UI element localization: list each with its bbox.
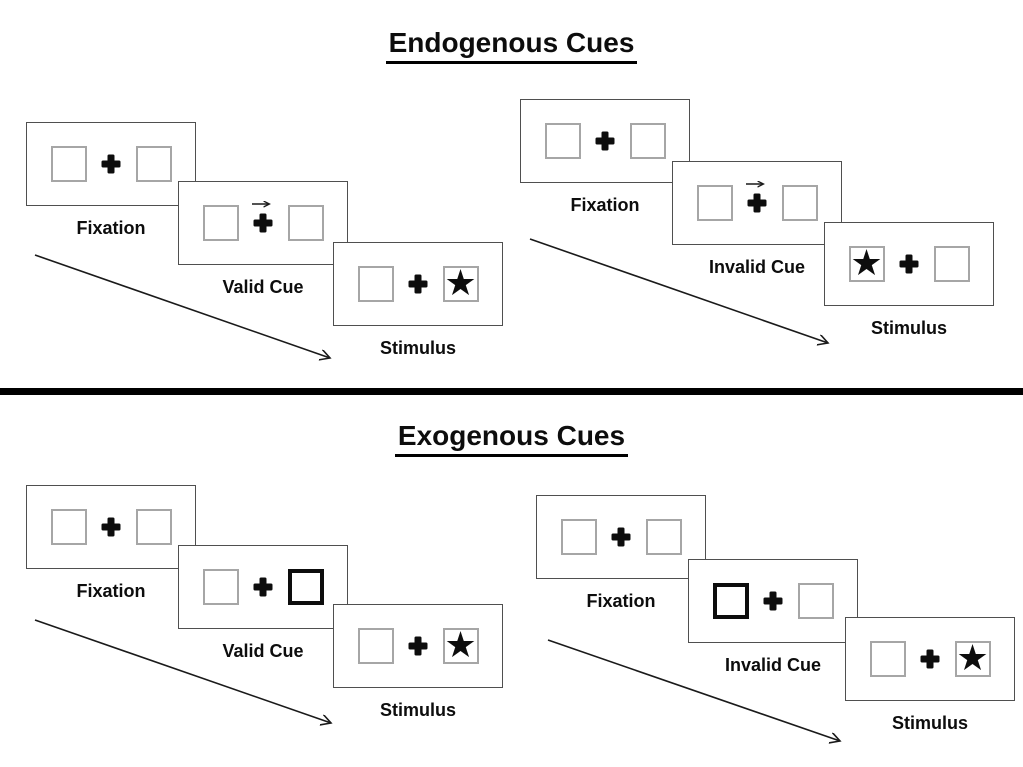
- stimulus-card: ★: [333, 604, 503, 688]
- fixation-cross-icon: [763, 591, 783, 611]
- right-placeholder-square: [629, 123, 666, 159]
- central-area: [581, 100, 630, 182]
- right-placeholder-square: [781, 185, 818, 221]
- cue-label: Invalid Cue: [724, 655, 822, 675]
- cue-label: Valid Cue: [222, 277, 304, 297]
- right-placeholder-square: [135, 509, 172, 545]
- cue-label: Valid Cue: [222, 641, 304, 661]
- stimulus-card: ★: [845, 617, 1015, 701]
- cue-arrow-right-icon: [746, 178, 770, 190]
- star-stimulus-icon: ★: [850, 242, 883, 283]
- fixation-cross-icon: [253, 577, 273, 597]
- timeline-arrow-endogenous-invalid: [529, 238, 828, 343]
- central-area: [87, 486, 136, 568]
- left-placeholder-square: [560, 519, 597, 555]
- fixation-cross-icon: [595, 131, 615, 151]
- central-area: [87, 123, 136, 205]
- left-stimulus-square: ★: [848, 242, 885, 283]
- cue-card: [178, 545, 348, 629]
- section-divider: [0, 388, 1023, 395]
- left-placeholder-square: [202, 569, 239, 605]
- left-placeholder-square: [50, 509, 87, 545]
- fixation-label: Fixation: [76, 581, 146, 601]
- fixation-card: [520, 99, 690, 183]
- fixation-label: Fixation: [76, 218, 146, 238]
- section-title-endogenous-text: Endogenous Cues: [385, 26, 638, 64]
- stimulus-label: Stimulus: [870, 318, 947, 338]
- central-area: [597, 496, 646, 578]
- right-bold-cue-square: [287, 569, 324, 605]
- fixation-cross-icon: [101, 517, 121, 537]
- fixation-cross-icon: [408, 636, 428, 656]
- section-title-exogenous-text: Exogenous Cues: [394, 419, 629, 457]
- left-bold-cue-square: [712, 583, 749, 619]
- cue-arrow-right-icon: [252, 198, 276, 210]
- fixation-card: [26, 485, 196, 569]
- cue-label: Invalid Cue: [708, 257, 806, 277]
- fixation-cross-icon: [611, 527, 631, 547]
- right-stimulus-square: ★: [954, 637, 991, 678]
- left-placeholder-square: [696, 185, 733, 221]
- fixation-cross-icon: [920, 649, 940, 669]
- fixation-card: [536, 495, 706, 579]
- cue-card: [178, 181, 348, 265]
- central-area: [239, 546, 288, 628]
- left-placeholder-square: [869, 641, 906, 677]
- fixation-cross-icon: [408, 274, 428, 294]
- stimulus-label: Stimulus: [891, 713, 968, 733]
- fixation-label: Fixation: [570, 195, 640, 215]
- central-area: [239, 182, 288, 264]
- stimulus-label: Stimulus: [379, 338, 456, 358]
- left-placeholder-square: [357, 628, 394, 664]
- central-area: [394, 243, 443, 325]
- left-placeholder-square: [202, 205, 239, 241]
- right-stimulus-square: ★: [442, 624, 479, 665]
- stimulus-card: ★: [333, 242, 503, 326]
- star-stimulus-icon: ★: [444, 624, 477, 665]
- right-placeholder-square: [135, 146, 172, 182]
- right-placeholder-square: [287, 205, 324, 241]
- right-placeholder-square: [645, 519, 682, 555]
- cue-card: [672, 161, 842, 245]
- timeline-arrow-endogenous-valid: [34, 254, 330, 358]
- left-placeholder-square: [50, 146, 87, 182]
- central-area: [885, 223, 934, 305]
- right-stimulus-square: ★: [442, 262, 479, 303]
- left-placeholder-square: [544, 123, 581, 159]
- timeline-arrow-exogenous-valid: [34, 619, 331, 723]
- fixation-cross-icon: [899, 254, 919, 274]
- right-placeholder-square: [933, 246, 970, 282]
- star-stimulus-icon: ★: [444, 262, 477, 303]
- central-area: [733, 162, 782, 244]
- fixation-label: Fixation: [586, 591, 656, 611]
- section-title-exogenous: Exogenous Cues: [0, 419, 1023, 457]
- central-area: [394, 605, 443, 687]
- fixation-cross-icon: [101, 154, 121, 174]
- section-title-endogenous: Endogenous Cues: [0, 26, 1023, 64]
- stimulus-label: Stimulus: [379, 700, 456, 720]
- central-area: [749, 560, 798, 642]
- fixation-cross-icon: [747, 193, 767, 213]
- right-placeholder-square: [797, 583, 834, 619]
- central-area: [906, 618, 955, 700]
- left-placeholder-square: [357, 266, 394, 302]
- fixation-card: [26, 122, 196, 206]
- star-stimulus-icon: ★: [956, 637, 989, 678]
- stimulus-card: ★: [824, 222, 994, 306]
- fixation-cross-icon: [253, 213, 273, 233]
- cue-card: [688, 559, 858, 643]
